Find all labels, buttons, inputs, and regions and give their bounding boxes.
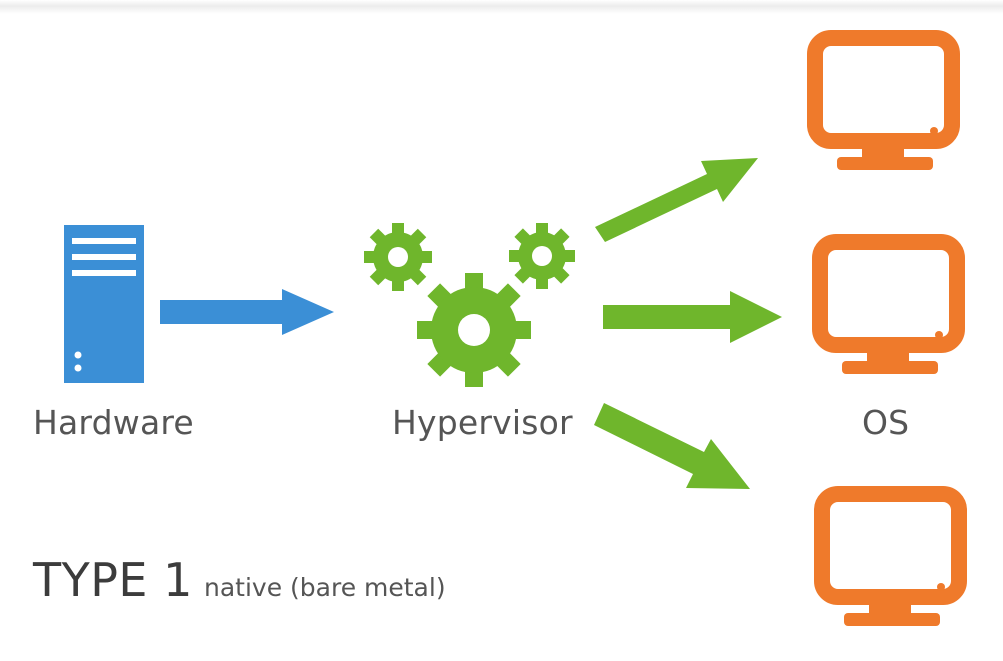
gear-large xyxy=(417,273,531,387)
server-led xyxy=(74,351,82,359)
hardware-label: Hardware xyxy=(33,403,194,442)
hypervisor-label: Hypervisor xyxy=(392,403,573,442)
gear-small-left xyxy=(364,223,432,291)
arrow-hypervisor-to-os-bottom xyxy=(594,403,750,489)
arrow-hypervisor-to-os-top xyxy=(595,158,758,242)
server-led xyxy=(74,364,82,372)
monitor-icon xyxy=(812,234,965,374)
arrow-hardware-to-hypervisor xyxy=(160,289,334,335)
server-slot xyxy=(72,270,136,276)
server-icon xyxy=(64,225,144,383)
server-slot xyxy=(72,254,136,260)
top-divider xyxy=(0,0,1003,14)
gears-icon xyxy=(364,223,575,387)
os-label: OS xyxy=(862,403,910,442)
gear-small-right xyxy=(509,223,575,289)
arrow-hypervisor-to-os-middle xyxy=(603,291,782,343)
monitor-icon xyxy=(814,486,967,626)
server-slot xyxy=(72,238,136,244)
type-title: TYPE 1 xyxy=(33,553,193,607)
type-subtitle: native (bare metal) xyxy=(203,573,446,602)
type-heading: TYPE 1 native (bare metal) xyxy=(33,553,446,607)
server-body xyxy=(64,225,144,383)
monitor-icon xyxy=(807,30,960,170)
